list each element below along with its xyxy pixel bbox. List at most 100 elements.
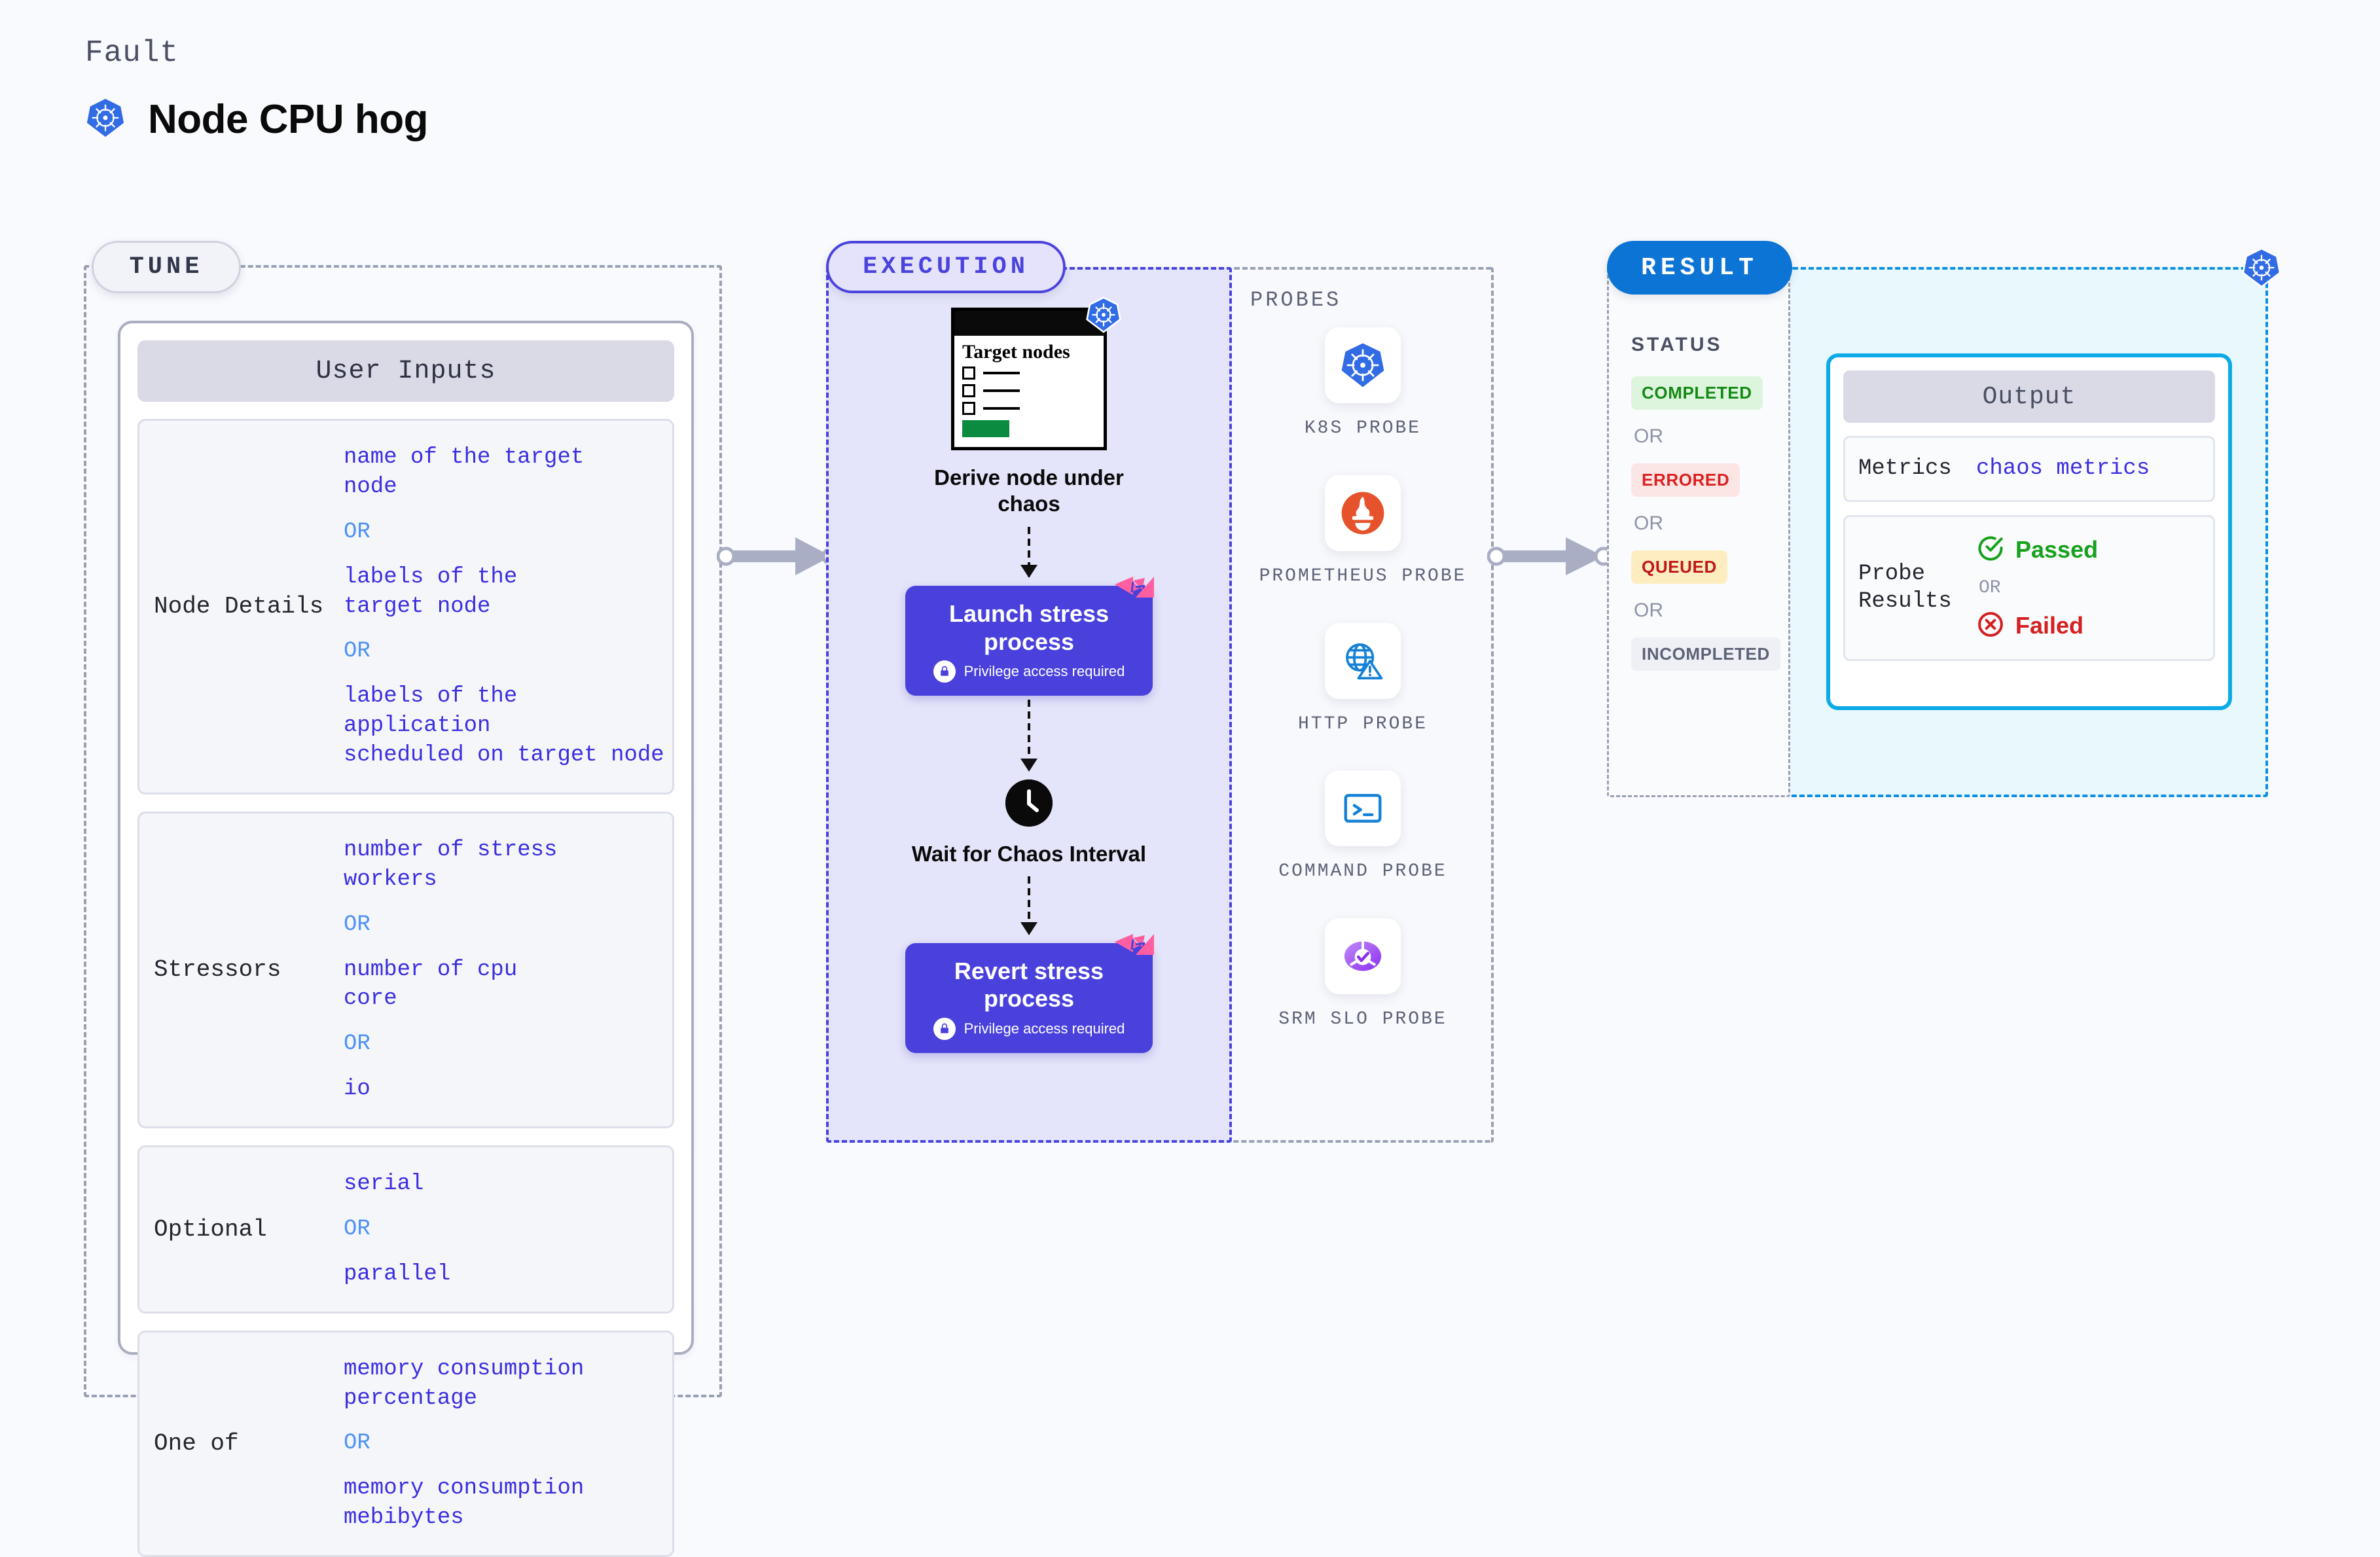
kubernetes-icon xyxy=(85,98,126,141)
row-separator: OR xyxy=(344,912,370,937)
clock-icon xyxy=(1005,779,1053,827)
result-status-panel xyxy=(1607,267,1790,797)
output-card: Output Metrics chaos metrics Probe Resul… xyxy=(1826,353,2232,710)
status-separator: OR xyxy=(1634,425,1663,447)
execution-panel-tag: EXECUTION xyxy=(826,241,1066,293)
probe-item-prometheus[interactable]: PROMETHEUS PROBE xyxy=(1232,474,1494,589)
globe-warning-icon xyxy=(1325,622,1401,699)
user-inputs-title: User Inputs xyxy=(137,340,674,402)
status-badge-incompleted: INCOMPLETED xyxy=(1631,637,1780,671)
probe-item-srm-slo[interactable]: SRM SLO PROBE xyxy=(1232,918,1494,1032)
checkbox-icon xyxy=(962,402,975,415)
row-separator: OR xyxy=(344,1431,370,1456)
flow-arrow xyxy=(1020,876,1037,935)
probe-label: SRM SLO PROBE xyxy=(1278,1009,1447,1030)
green-status-bar xyxy=(962,420,1009,437)
list-line xyxy=(983,407,1020,410)
row-value: memory consumption percentage xyxy=(344,1356,585,1411)
row-separator: OR xyxy=(344,639,370,664)
checkbox-row xyxy=(962,367,1096,380)
probe-label: PROMETHEUS PROBE xyxy=(1259,565,1467,586)
output-row-probe-results: Probe Results Passed OR xyxy=(1843,514,2215,661)
prometheus-icon xyxy=(1325,474,1401,551)
checkbox-row xyxy=(962,402,1096,415)
probe-item-http[interactable]: HTTP PROBE xyxy=(1232,622,1494,737)
probe-item-k8s[interactable]: K8S PROBE xyxy=(1232,327,1494,441)
row-separator: OR xyxy=(344,1216,370,1242)
step-subtitle: Privilege access required xyxy=(964,1020,1125,1037)
output-row-metrics: Metrics chaos metrics xyxy=(1843,436,2215,502)
probe-result-passed: Passed xyxy=(1976,534,2098,566)
status-badge-errored: ERRORED xyxy=(1631,463,1740,497)
probes-panel xyxy=(1232,267,1494,1143)
lock-icon xyxy=(933,1017,956,1040)
checkbox-row xyxy=(962,384,1096,397)
slo-donut-check-icon xyxy=(1325,918,1401,995)
target-nodes-title: Target nodes xyxy=(962,341,1070,363)
probe-item-command[interactable]: COMMAND PROBE xyxy=(1232,770,1494,884)
probe-result-separator: OR xyxy=(1979,577,2001,598)
status-badge-completed: COMPLETED xyxy=(1631,376,1763,410)
row-label: Optional xyxy=(154,1215,267,1243)
input-row-stressors: Stressors number of stress workers OR nu… xyxy=(137,811,674,1128)
row-value: parallel xyxy=(344,1261,451,1287)
tune-panel-tag: TUNE xyxy=(92,241,241,293)
row-value: labels of the application scheduled on t… xyxy=(344,684,664,768)
user-inputs-card: User Inputs Node Details name of the tar… xyxy=(118,321,694,1557)
step-title: Revert stress process xyxy=(954,957,1104,1012)
target-nodes-card: Target nodes xyxy=(951,296,1121,450)
status-label: STATUS xyxy=(1631,334,1723,355)
row-value: number of cpu core xyxy=(344,957,518,1012)
flow-arrow xyxy=(1020,527,1037,579)
checkbox-icon xyxy=(962,367,975,380)
status-list: COMPLETED OR ERRORED OR QUEUED OR INCOMP… xyxy=(1631,376,1782,671)
x-circle-icon xyxy=(1976,610,2005,642)
step-subtitle: Privilege access required xyxy=(964,663,1125,680)
row-value: memory consumption mebibytes xyxy=(344,1476,585,1531)
kubernetes-icon xyxy=(1085,296,1122,333)
probe-label: COMMAND PROBE xyxy=(1278,861,1447,882)
input-row-optional: Optional serial OR parallel xyxy=(137,1145,674,1314)
probe-label: HTTP PROBE xyxy=(1297,713,1428,734)
row-label: Stressors xyxy=(154,956,281,984)
kubernetes-icon xyxy=(2241,247,2282,288)
row-value: number of stress workers xyxy=(344,837,558,892)
step-node-revert-stress-process[interactable]: Revert stress process Privilege access r… xyxy=(905,933,1154,1053)
step-node-launch-stress-process[interactable]: Launch stress process Privilege access r… xyxy=(905,577,1154,696)
fault-label: Fault xyxy=(85,36,179,70)
output-label: Probe Results xyxy=(1858,561,1952,615)
row-label: Node Details xyxy=(154,593,324,620)
step-caption-derive-node: Derive node under chaos xyxy=(934,465,1124,516)
row-value: labels of the target node xyxy=(344,564,518,619)
kubernetes-icon xyxy=(1325,327,1401,403)
card-title-bar xyxy=(954,311,1104,336)
list-line xyxy=(983,389,1020,392)
row-value: serial xyxy=(344,1172,424,1196)
check-circle-icon xyxy=(1976,534,2005,566)
input-row-node-details: Node Details name of the target node OR … xyxy=(137,419,674,795)
status-separator: OR xyxy=(1634,600,1663,621)
row-value: io xyxy=(344,1077,370,1102)
connector-tune-to-execution xyxy=(716,527,841,589)
row-label: One of xyxy=(154,1430,239,1458)
probes-label: PROBES xyxy=(1250,288,1342,312)
flow-arrow xyxy=(1020,700,1037,772)
probes-list: K8S PROBE PROMETHEUS PROBE xyxy=(1232,327,1494,1066)
page-title: Node CPU hog xyxy=(148,97,428,142)
terminal-icon xyxy=(1325,770,1401,847)
step-caption-wait-chaos-interval: Wait for Chaos Interval xyxy=(911,842,1147,867)
row-separator: OR xyxy=(344,1031,370,1057)
status-separator: OR xyxy=(1634,512,1663,534)
output-title: Output xyxy=(1843,370,2215,423)
execution-flow: Target nodes Derive node under chaos xyxy=(826,296,1232,1053)
probe-result-failed: Failed xyxy=(1976,610,2098,642)
input-row-one-of: One of memory consumption percentage OR … xyxy=(137,1330,674,1557)
connector-execution-to-result xyxy=(1487,527,1615,589)
ribbon-icon xyxy=(1113,933,1155,963)
lock-icon xyxy=(933,660,956,683)
row-separator: OR xyxy=(344,519,370,545)
list-line xyxy=(983,372,1020,374)
page-header: Fault Node CPU hog xyxy=(85,36,428,143)
status-badge-queued: QUEUED xyxy=(1631,550,1727,584)
row-value: name of the target node xyxy=(344,445,585,499)
